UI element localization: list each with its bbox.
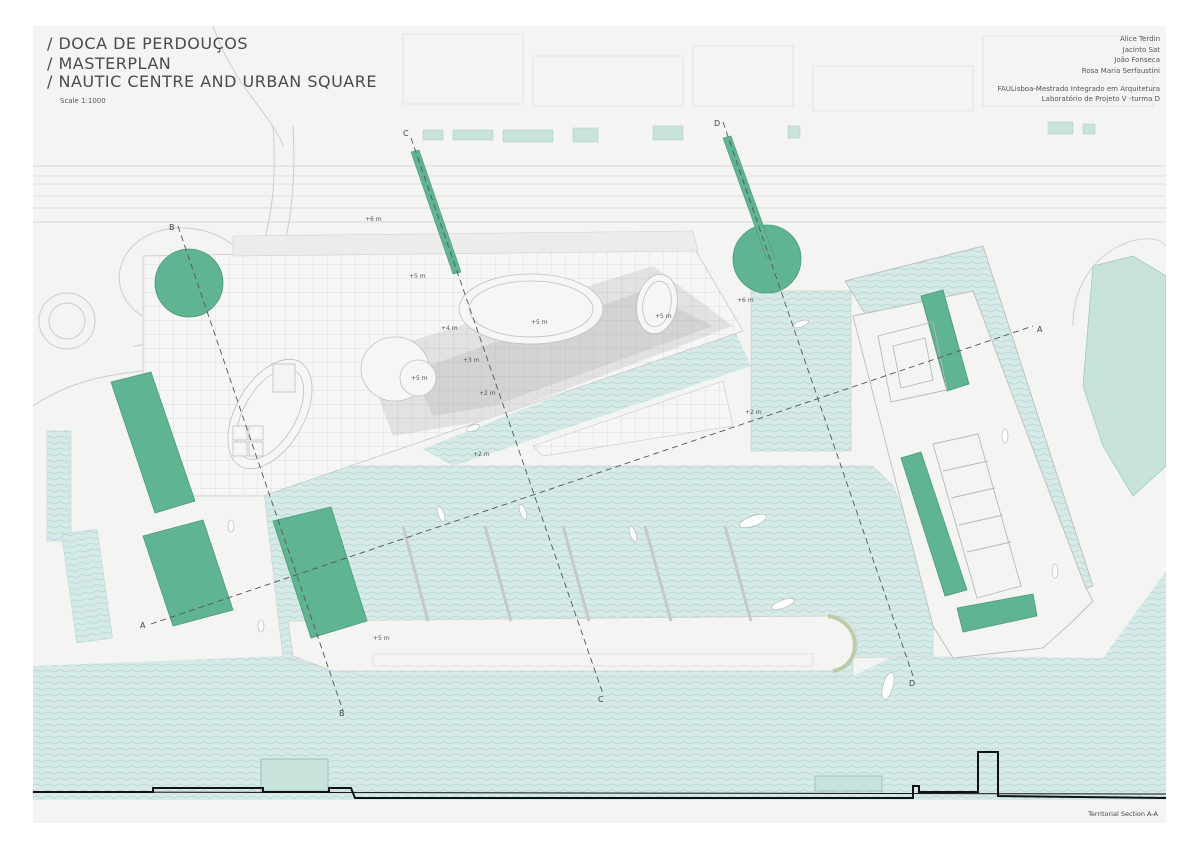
- city-blocks: [402, 33, 1154, 112]
- plaza-upper-terrace: [232, 230, 699, 257]
- railway-corridor: [33, 165, 1166, 223]
- institution-line-1: FAULisboa-Mestrado Integrado em Arquitet…: [997, 85, 1160, 93]
- east-buildings: [1072, 238, 1166, 497]
- level-quay-right: +2 m: [745, 409, 762, 416]
- boats: [227, 319, 1059, 700]
- tower-b: [154, 248, 224, 318]
- level-plaza-mid2: +3 m: [463, 357, 480, 364]
- site-plan-drawing: A A B B C C D D +6 m +5 m +5 m +5 m +5 m…: [33, 26, 1166, 823]
- section-a-marker-right: A: [1037, 325, 1043, 334]
- level-plaza-oval: +5 m: [531, 319, 548, 326]
- section-b-marker-top: B: [169, 223, 175, 232]
- section-lines: [150, 121, 1034, 712]
- section-d-marker-bottom: D: [909, 679, 915, 688]
- channel-east: [750, 290, 852, 452]
- level-plaza-small-oval: +5 m: [655, 313, 672, 320]
- quay-tiles: [532, 380, 734, 457]
- breakwater-head: [827, 614, 857, 673]
- section-b-marker-bottom: B: [339, 709, 345, 718]
- level-bridge-right: +6 m: [737, 297, 754, 304]
- breakwater-walk: [372, 653, 814, 667]
- breakwater: [287, 615, 858, 672]
- green-buildings: [110, 289, 1038, 639]
- urban-square-low: [413, 291, 713, 416]
- territorial-section: [33, 716, 1166, 823]
- section-a-marker-left: A: [140, 621, 146, 630]
- left-canal-2: [61, 528, 113, 644]
- title-line-2: / MASTERPLAN: [47, 54, 172, 73]
- level-plaza-top: +5 m: [409, 273, 426, 280]
- level-plaza-left-oval: +5 m: [411, 375, 428, 382]
- institution-line-2: Laboratório de Projeto V -turma D: [1041, 95, 1160, 103]
- level-plaza-mid1: +4 m: [441, 325, 458, 332]
- title-line-1: / DOCA DE PERDOUÇOS: [47, 34, 249, 53]
- section-d-marker-top: D: [714, 119, 720, 128]
- author-4: Rosa Maria Serfaustini: [1081, 66, 1160, 75]
- scale-label: Scale 1:1000: [60, 97, 106, 105]
- plaza-ovals: [227, 273, 678, 470]
- section-c-marker-bottom: C: [598, 695, 604, 704]
- level-plaza-low: +2 m: [479, 390, 496, 397]
- title-line-3: / NAUTIC CENTRE AND URBAN SQUARE: [47, 72, 377, 91]
- level-quay-mid: +2 m: [473, 451, 490, 458]
- marina-pontoons: [401, 525, 753, 622]
- footbridge-c: [410, 149, 462, 275]
- building-footprints-top: [422, 121, 1096, 143]
- east-pier: [852, 290, 1094, 659]
- masterplan-sheet: A A B B C C D D +6 m +5 m +5 m +5 m +5 m…: [33, 26, 1166, 823]
- level-road: +6 m: [365, 216, 382, 223]
- author-3: João Fonseca: [1114, 56, 1160, 64]
- institution-block: FAULisboa-Mestrado Integrado em Arquitet…: [998, 84, 1160, 104]
- level-breakwater: +5 m: [373, 635, 390, 642]
- section-c-marker-top: C: [403, 129, 409, 138]
- author-1: Alice Terdin: [1119, 35, 1160, 43]
- pier-buildings: [877, 321, 1022, 599]
- left-canal: [46, 430, 72, 542]
- author-2: Jacinto Sat: [1122, 45, 1160, 54]
- authors-block: Alice Terdin Jacinto Sat João Fonseca Ro…: [1082, 34, 1160, 76]
- channel-diagonal: [423, 326, 751, 466]
- section-caption: Territorial Section A-A: [1088, 810, 1158, 818]
